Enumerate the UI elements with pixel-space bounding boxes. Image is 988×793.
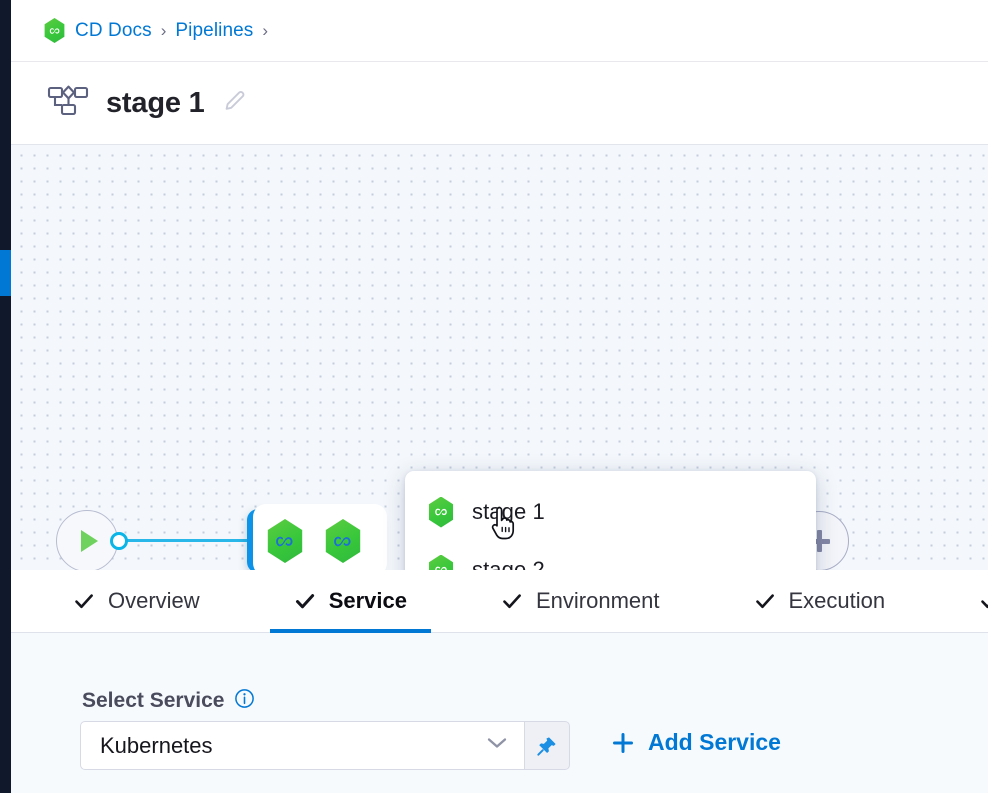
popup-item-stage-1[interactable]: stage 1 xyxy=(427,491,816,533)
left-nav-rail xyxy=(0,0,11,793)
tab-environment[interactable]: Environment xyxy=(477,570,684,632)
pipeline-canvas[interactable]: stage 1 + 1 more stages Add Stage stage … xyxy=(11,145,988,570)
add-service-label: Add Service xyxy=(648,729,781,755)
stage-group-node[interactable] xyxy=(247,504,387,570)
stage-config-tabs: Overview Service Environment Execution xyxy=(11,570,988,633)
tab-label: Overview xyxy=(108,588,200,613)
breadcrumb-separator: › xyxy=(160,20,167,40)
pipeline-start-node[interactable] xyxy=(56,510,118,570)
popup-item-label: stage 1 xyxy=(472,499,545,524)
page-title-bar: stage 1 xyxy=(11,62,988,145)
stage-selection-popup: stage 1 stage 2 xyxy=(405,471,816,570)
plus-icon xyxy=(613,732,633,753)
tab-service[interactable]: Service xyxy=(269,570,432,633)
select-service-control: Kubernetes xyxy=(80,721,570,770)
check-icon xyxy=(75,594,93,609)
check-icon xyxy=(295,594,314,609)
chevron-down-icon xyxy=(486,736,508,755)
breadcrumb-item-pipelines[interactable]: Pipelines xyxy=(175,19,254,41)
plus-icon-bar xyxy=(808,538,830,544)
harness-hexagon-icon xyxy=(325,519,361,563)
service-select-input[interactable]: Kubernetes xyxy=(80,721,524,770)
popup-item-stage-2[interactable]: stage 2 xyxy=(427,549,816,570)
harness-hexagon-icon xyxy=(44,18,65,43)
pin-icon xyxy=(537,736,556,756)
add-service-button[interactable]: Add Service xyxy=(611,729,781,756)
harness-hexagon-icon xyxy=(428,554,454,570)
service-config-panel: Select Service Kubernetes xyxy=(11,633,988,793)
popup-item-label: stage 2 xyxy=(472,557,545,570)
check-icon xyxy=(755,594,774,609)
harness-hexagon-icon xyxy=(428,496,454,528)
breadcrumb-bar: CD Docs › Pipelines › xyxy=(11,0,988,62)
check-icon xyxy=(981,600,988,609)
tab-label: Service xyxy=(328,588,407,613)
play-icon xyxy=(80,530,98,552)
nav-rail-active-indicator[interactable] xyxy=(0,250,11,296)
select-service-label: Select Service xyxy=(82,689,225,712)
breadcrumb: CD Docs › Pipelines › xyxy=(43,18,268,43)
page-title: stage 1 xyxy=(106,86,205,119)
pipeline-flow-icon xyxy=(47,84,89,123)
pin-service-button[interactable] xyxy=(524,721,570,770)
connector-line xyxy=(124,539,251,543)
breadcrumb-item-cd-docs[interactable]: CD Docs xyxy=(75,19,152,41)
tab-overview[interactable]: Overview xyxy=(49,570,224,632)
tab-advanced[interactable] xyxy=(955,570,988,632)
tab-execution[interactable]: Execution xyxy=(730,570,910,632)
service-select-value: Kubernetes xyxy=(100,732,213,758)
pencil-edit-icon[interactable] xyxy=(222,88,248,119)
breadcrumb-separator-2: › xyxy=(262,20,269,40)
harness-hexagon-icon xyxy=(267,519,303,563)
info-circle-icon[interactable] xyxy=(234,688,255,714)
start-connector-dot xyxy=(110,532,128,550)
check-icon xyxy=(503,594,521,609)
tab-label: Environment xyxy=(535,588,660,613)
select-service-label-row: Select Service xyxy=(82,688,255,714)
tab-label: Execution xyxy=(788,588,886,613)
